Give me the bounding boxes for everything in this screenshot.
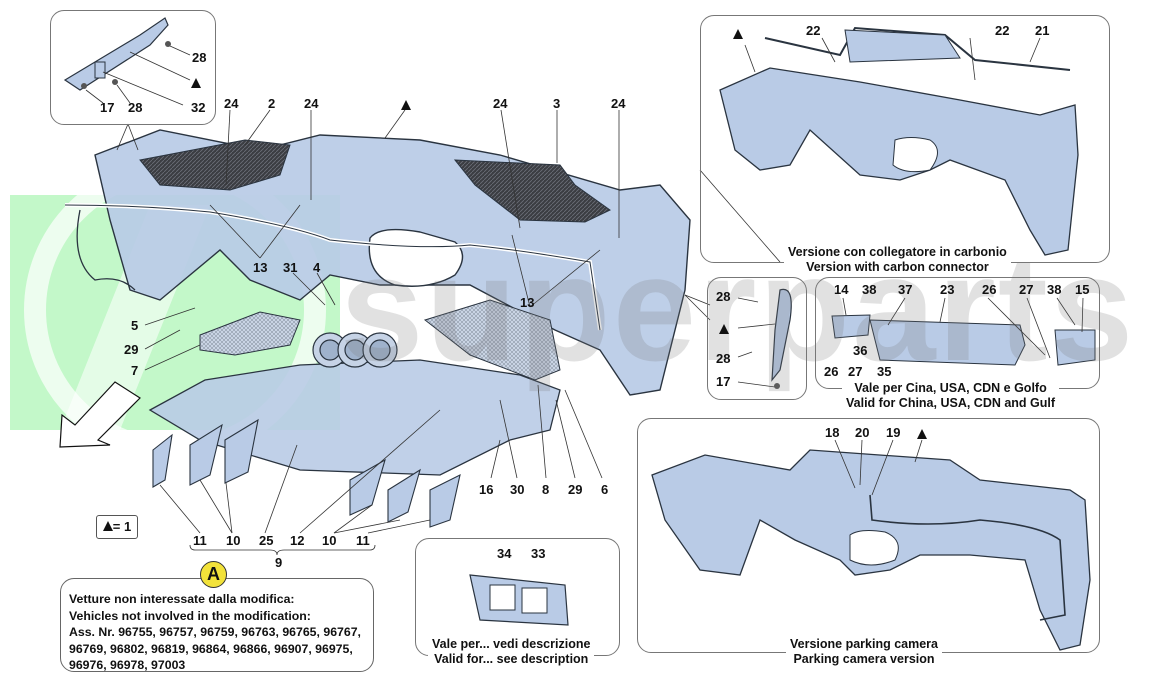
- diffuser: [148, 299, 561, 528]
- callout-11: 11: [356, 533, 370, 548]
- direction-arrow-icon: [59, 381, 141, 448]
- callout-25: 25: [259, 533, 274, 548]
- callout-24: 24: [611, 96, 626, 111]
- leader-lines: [116, 109, 620, 556]
- callout-17: 17: [716, 374, 731, 389]
- callout-36: 36: [853, 343, 868, 358]
- note-line: Vehicles not involved in the modificatio…: [69, 608, 311, 623]
- callout-37: 37: [898, 282, 913, 297]
- note-line: 96976, 96978, 97003: [69, 658, 186, 672]
- callout-27: 27: [1019, 282, 1034, 297]
- callout-26: 26: [982, 282, 997, 297]
- inset-side-trim-graphic: [684, 288, 792, 389]
- callout-34: 34: [497, 546, 512, 561]
- callout-33: 33: [531, 546, 546, 561]
- caption-it: Versione con collegatore in carbonio: [788, 245, 1007, 259]
- caption-carbon-version: Versione con collegatore in carbonio Ver…: [784, 245, 1011, 275]
- caption-en: Parking camera version: [793, 652, 935, 666]
- inset-top-left-panel: [50, 10, 216, 125]
- note-line: 96769, 96802, 96819, 96864, 96866, 96907…: [69, 641, 353, 656]
- legend-text: = 1: [112, 519, 132, 534]
- triangle-icon: [102, 521, 113, 531]
- callout-29: 29: [124, 342, 139, 357]
- triangle-icon: [917, 429, 927, 439]
- callout-16: 16: [479, 482, 494, 497]
- inset-carbon-panel: [700, 15, 1110, 263]
- callout-35: 35: [877, 364, 892, 379]
- callout-24: 24: [304, 96, 319, 111]
- caption-china-version: Vale per Cina, USA, CDN e Golfo Valid fo…: [842, 381, 1060, 411]
- callout-5: 5: [131, 318, 139, 333]
- legend-quantity: = 1: [96, 515, 138, 539]
- callout-triangle: [401, 99, 411, 113]
- callout-24: 24: [493, 96, 508, 111]
- callout-20: 20: [855, 425, 870, 440]
- callout-triangle: [917, 428, 927, 442]
- callout-23: 23: [940, 282, 955, 297]
- callout-8: 8: [542, 482, 550, 497]
- callout-4: 4: [313, 260, 321, 275]
- caption-en: Version with carbon connector: [806, 260, 989, 274]
- callout-26: 26: [824, 364, 839, 379]
- inset-camera-graphic: [651, 439, 1091, 651]
- note-line: Ass. Nr. 96755, 96757, 96759, 96763, 967…: [69, 625, 361, 639]
- inset-top-left-graphic: [63, 17, 191, 106]
- callout-11: 11: [193, 533, 207, 548]
- inset-side-trim-panel: [707, 277, 807, 400]
- callout-31: 31: [283, 260, 298, 275]
- callout-13: 13: [253, 260, 268, 275]
- callout-28: 28: [716, 351, 731, 366]
- callout-10: 10: [322, 533, 337, 548]
- inset-china-graphic: [831, 297, 1096, 366]
- callout-2: 2: [268, 96, 276, 111]
- callout-17: 17: [100, 100, 115, 115]
- callout-15: 15: [1075, 282, 1090, 297]
- callout-38: 38: [862, 282, 877, 297]
- callout-12: 12: [290, 533, 305, 548]
- main-bumper: [64, 129, 691, 396]
- triangle-icon: [401, 100, 411, 110]
- callout-7: 7: [131, 363, 139, 378]
- triangle-icon: [719, 324, 729, 334]
- callout-14: 14: [834, 282, 849, 297]
- inset-carbon-graphic: [699, 26, 1079, 263]
- callout-32: 32: [191, 100, 206, 115]
- callout-22: 22: [806, 23, 821, 38]
- callout-3: 3: [553, 96, 561, 111]
- caption-plate: Vale per... vedi descrizione Valid for..…: [428, 637, 595, 667]
- callout-19: 19: [886, 425, 901, 440]
- triangle-icon: [191, 78, 201, 88]
- caption-en: Valid for China, USA, CDN and Gulf: [846, 396, 1056, 410]
- caption-it: Versione parking camera: [790, 637, 938, 651]
- inset-plate-graphic: [469, 574, 569, 626]
- callout-9: 9: [275, 555, 283, 570]
- callout-21: 21: [1035, 23, 1050, 38]
- callout-triangle: [733, 28, 743, 42]
- callout-triangle: [191, 77, 201, 91]
- callout-10: 10: [226, 533, 241, 548]
- caption-en: Valid for... see description: [434, 652, 589, 666]
- note-badge: A: [200, 561, 227, 588]
- caption-camera-version: Versione parking camera Parking camera v…: [786, 637, 942, 667]
- caption-it: Vale per... vedi descrizione: [432, 637, 591, 651]
- callout-28: 28: [192, 50, 207, 65]
- callout-38: 38: [1047, 282, 1062, 297]
- caption-it: Vale per Cina, USA, CDN e Golfo: [854, 381, 1047, 395]
- callout-18: 18: [825, 425, 840, 440]
- callout-30: 30: [510, 482, 525, 497]
- callout-22: 22: [995, 23, 1010, 38]
- callout-triangle: [719, 323, 729, 337]
- callout-27: 27: [848, 364, 863, 379]
- callout-28: 28: [716, 289, 731, 304]
- note-line: Vetture non interessate dalla modifica:: [69, 592, 295, 606]
- inset-camera-panel: [637, 418, 1100, 653]
- triangle-icon: [733, 29, 743, 39]
- modification-note: Vetture non interessate dalla modifica: …: [60, 578, 374, 672]
- callout-13: 13: [520, 295, 535, 310]
- callout-24: 24: [224, 96, 239, 111]
- callout-28: 28: [128, 100, 143, 115]
- callout-6: 6: [601, 482, 609, 497]
- callout-29: 29: [568, 482, 583, 497]
